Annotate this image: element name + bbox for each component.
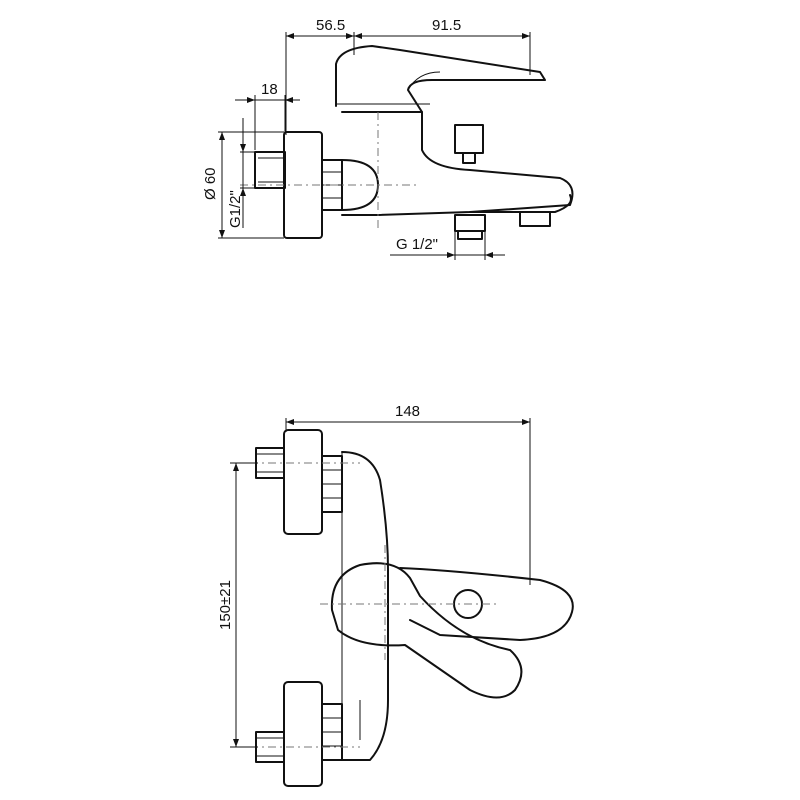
inlet-pipe: [254, 151, 286, 189]
front-elevation-view: 148 150±21: [217, 403, 574, 787]
lever-handle: [335, 45, 546, 113]
dim-inlet-thread-label: G1/2": [227, 190, 244, 228]
spout: [469, 194, 572, 213]
spout-front: [399, 567, 574, 641]
upper-flange: [283, 429, 323, 535]
shower-outlet: [454, 214, 486, 232]
mixer-body-front: [341, 451, 389, 761]
dim-56-5-label: 56.5: [316, 17, 345, 34]
dim-18-label: 18: [261, 81, 278, 98]
diverter-knob: [454, 124, 484, 154]
lever-front: [330, 562, 523, 699]
dim-diameter-label: Ø 60: [202, 167, 219, 200]
mixer-body: [341, 111, 574, 216]
dim-outlet-thread-label: G 1/2": [396, 236, 438, 253]
lower-flange: [283, 681, 323, 787]
side-elevation-view: 56.5 91.5 18 Ø 60 G1/2" G 1/2": [202, 17, 574, 260]
dim-91-5-label: 91.5: [432, 17, 461, 34]
dim-148-label: 148: [395, 403, 420, 420]
dim-center-distance-label: 150±21: [217, 580, 234, 630]
